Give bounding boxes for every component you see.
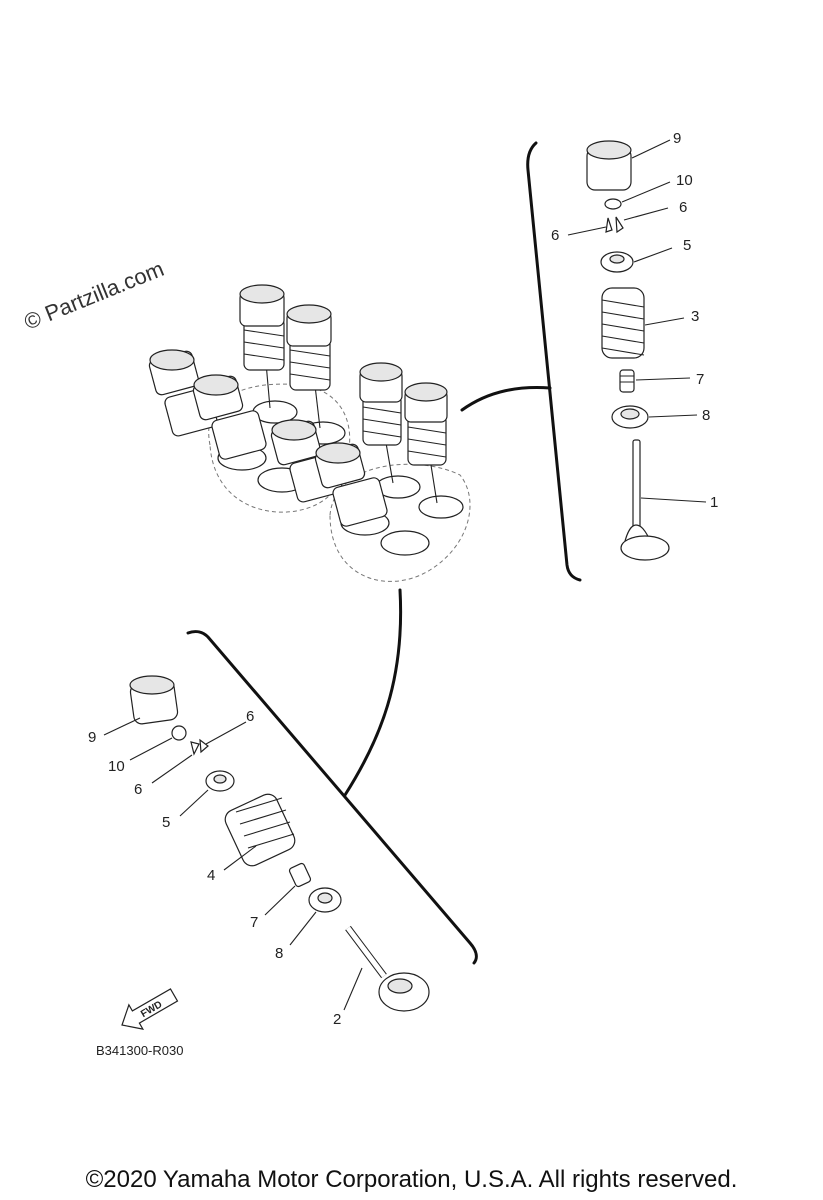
callout-left-5: 5 bbox=[162, 814, 170, 831]
cluster-lifters bbox=[239, 284, 448, 423]
callout-left-4: 4 bbox=[207, 867, 215, 884]
callout-right-1: 1 bbox=[710, 494, 718, 511]
cluster-front-valves bbox=[148, 349, 388, 527]
forward-direction-arrow: FWD bbox=[121, 988, 179, 1030]
callout-left-10: 10 bbox=[108, 758, 125, 775]
fwd-label: FWD bbox=[139, 999, 164, 1020]
callout-right-8: 8 bbox=[702, 407, 710, 424]
exhaust-valve-part-2 bbox=[345, 925, 430, 1012]
callout-right-5: 5 bbox=[683, 237, 691, 254]
callout-right-9: 9 bbox=[673, 130, 681, 147]
left-panel-bracket bbox=[186, 630, 478, 965]
diagram-code: B341300-R030 bbox=[96, 1043, 183, 1058]
valve-spring-part-3 bbox=[601, 287, 645, 359]
callout-right-10: 10 bbox=[676, 172, 693, 189]
callout-left-9: 9 bbox=[88, 729, 96, 746]
spring-seat-part-8-left bbox=[308, 887, 342, 913]
copyright-notice: ©2020 Yamaha Motor Corporation, U.S.A. A… bbox=[85, 1166, 738, 1193]
right-panel-bracket bbox=[526, 141, 582, 582]
callout-right-6b: 6 bbox=[551, 227, 559, 244]
callout-left-8: 8 bbox=[275, 945, 283, 962]
intake-valve-part-1 bbox=[620, 439, 670, 561]
spring-seat-part-8 bbox=[611, 405, 649, 429]
cotter-part-6 bbox=[605, 216, 624, 234]
callout-right-3: 3 bbox=[691, 308, 699, 325]
retainer-part-5-left bbox=[205, 770, 235, 792]
connector-left bbox=[343, 588, 403, 797]
shim-part-10-left bbox=[171, 725, 187, 741]
callout-left-6a: 6 bbox=[246, 708, 254, 725]
watermark-text: © Partzilla.com bbox=[21, 256, 168, 335]
stem-seal-part-7-left bbox=[288, 862, 312, 888]
valve-lifter-part-9 bbox=[586, 140, 632, 191]
callout-left-2: 2 bbox=[333, 1011, 341, 1028]
valve-spring-part-4 bbox=[224, 793, 296, 867]
callout-right-7: 7 bbox=[696, 371, 704, 388]
exhaust-group-outline bbox=[329, 463, 471, 582]
right-breakout-panel: 9 10 6 6 5 3 7 8 1 bbox=[526, 130, 718, 582]
left-breakout-panel: 9 10 6 6 5 4 7 8 2 bbox=[88, 630, 478, 1028]
shim-part-10 bbox=[604, 198, 622, 210]
connector-right bbox=[460, 386, 552, 412]
callout-right-6a: 6 bbox=[679, 199, 687, 216]
callout-left-6b: 6 bbox=[134, 781, 142, 798]
valve-cluster bbox=[148, 284, 471, 582]
stem-seal-part-7 bbox=[619, 369, 635, 393]
cotter-part-6-left bbox=[190, 738, 209, 756]
retainer-part-5 bbox=[600, 251, 634, 273]
callout-left-7: 7 bbox=[250, 914, 258, 931]
valve-lifter-part-9-left bbox=[129, 675, 179, 725]
